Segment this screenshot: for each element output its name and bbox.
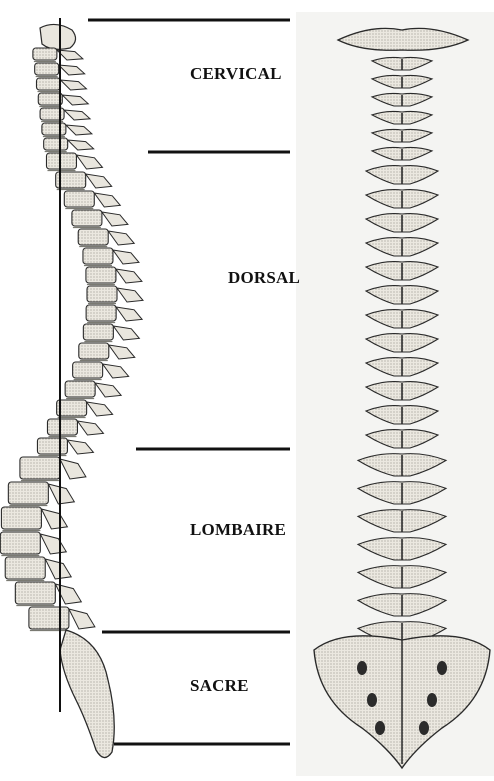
lateral-vertebra (57, 400, 113, 418)
lateral-vertebra (33, 48, 83, 62)
label-sacre: SACRE (190, 676, 249, 696)
lateral-vertebra (0, 532, 66, 556)
lateral-vertebra (64, 191, 120, 209)
label-cervical: CERVICAL (190, 64, 282, 84)
label-dorsal: DORSAL (228, 268, 300, 288)
lateral-vertebra (47, 419, 103, 437)
lateral-vertebra (56, 172, 112, 190)
lateral-vertebra (65, 381, 121, 399)
lateral-vertebra (73, 362, 129, 380)
lateral-vertebra (20, 457, 86, 481)
lateral-vertebra (38, 93, 88, 107)
lateral-vertebra (15, 582, 81, 606)
lateral-vertebra (46, 153, 102, 171)
lateral-vertebra (1, 507, 67, 531)
atlas-vertebra (40, 24, 76, 49)
lateral-vertebra (83, 324, 139, 342)
sacral-foramen (375, 721, 385, 735)
lateral-vertebra (37, 438, 93, 456)
lateral-vertebra (83, 248, 139, 266)
lateral-vertebra (42, 123, 92, 137)
lateral-vertebra (8, 482, 74, 506)
lateral-spine (0, 24, 143, 757)
lateral-sacrum (60, 630, 114, 758)
lateral-vertebra (87, 286, 143, 304)
lateral-vertebra (86, 305, 142, 323)
lateral-vertebra (79, 343, 135, 361)
sacral-foramen (427, 693, 437, 707)
lateral-vertebra (86, 267, 142, 285)
lateral-vertebra (78, 229, 134, 247)
region-dividers (88, 20, 290, 744)
lateral-vertebra (72, 210, 128, 228)
lateral-vertebra (44, 138, 94, 152)
sacral-foramen (357, 661, 367, 675)
lateral-vertebra (36, 78, 86, 92)
lateral-vertebra (29, 607, 95, 631)
lateral-vertebra (5, 557, 71, 581)
sacral-foramen (419, 721, 429, 735)
lateral-vertebra (40, 108, 90, 122)
sacral-foramen (437, 661, 447, 675)
label-lombaire: LOMBAIRE (190, 520, 286, 540)
sacral-foramen (367, 693, 377, 707)
